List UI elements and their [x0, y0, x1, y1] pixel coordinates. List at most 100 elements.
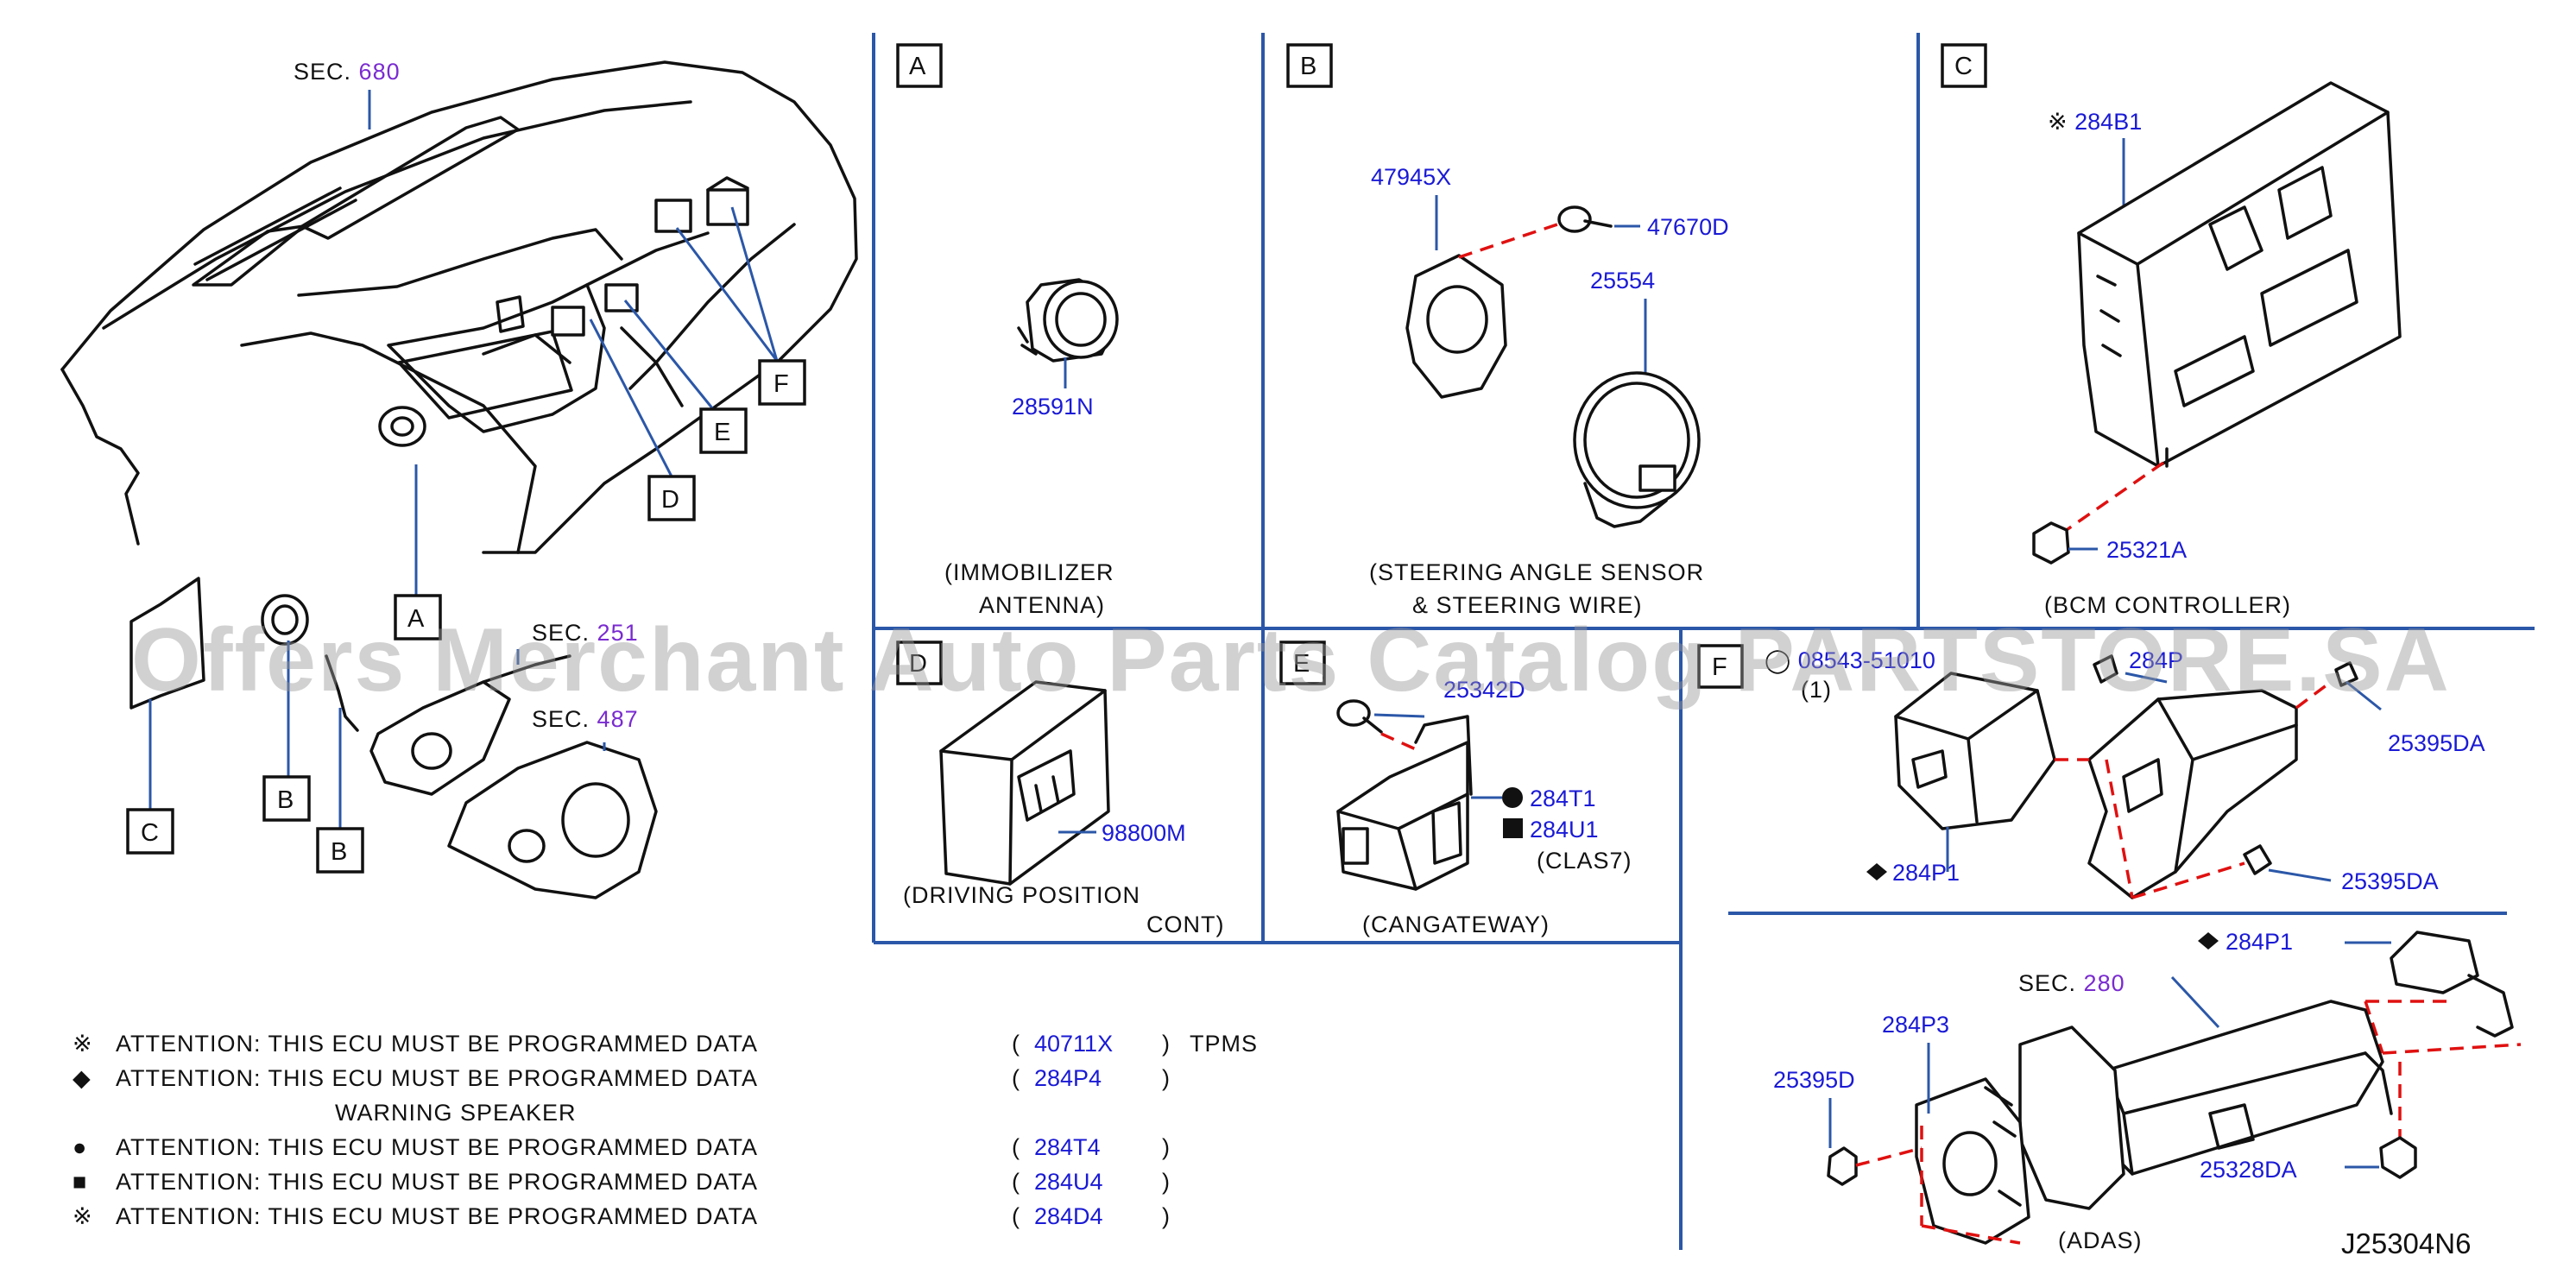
svg-text:40711X: 40711X — [1034, 1031, 1113, 1057]
svg-text:※: ※ — [73, 1203, 93, 1229]
svg-text:25328DA: 25328DA — [2200, 1157, 2297, 1183]
square-marker — [1503, 818, 1523, 838]
callout-b-2: B — [316, 827, 364, 874]
svg-text:(DRIVING POSITION: (DRIVING POSITION — [903, 882, 1140, 908]
svg-text:(CLAS7): (CLAS7) — [1537, 848, 1632, 874]
svg-text:E: E — [714, 419, 730, 446]
svg-text:284P4: 284P4 — [1034, 1065, 1102, 1091]
svg-text:(: ( — [1012, 1065, 1020, 1091]
svg-text:ATTENTION: THIS ECU MUST: ATTENTION: THIS ECU MUST BE PROGRAMMED D… — [116, 1203, 758, 1229]
callout-e: E — [699, 407, 748, 454]
svg-text:(: ( — [1012, 1203, 1020, 1229]
svg-text:A: A — [407, 605, 425, 633]
svg-text:284U4: 284U4 — [1034, 1169, 1103, 1195]
svg-text:): ) — [1162, 1169, 1171, 1195]
svg-text:ANTENNA): ANTENNA) — [979, 592, 1105, 618]
svg-text:25321A: 25321A — [2106, 537, 2187, 563]
svg-text:B: B — [277, 786, 294, 814]
panel-grid — [872, 33, 2535, 1250]
circle-marker — [1502, 787, 1523, 808]
svg-text:F: F — [1712, 653, 1727, 681]
watermark: Offers Merchant Auto Parts Catalog PARTS… — [131, 610, 2451, 710]
overview-leaders — [148, 90, 779, 829]
svg-text:F: F — [773, 370, 789, 398]
svg-text:(: ( — [1012, 1031, 1020, 1057]
panel-d: D 98800M (DRIVING POSITION CONT) — [896, 640, 1224, 937]
panel-adas: 284P1 SEC. 280 284P3 25395D 25328D — [1773, 929, 2522, 1253]
panel-b: B 47945X 47670D 25554 (STEERING ANGLE SE… — [1286, 43, 1729, 618]
svg-text:D: D — [909, 650, 927, 678]
svg-text:284T4: 284T4 — [1034, 1134, 1101, 1160]
svg-text:284P: 284P — [2129, 647, 2183, 673]
svg-text:25395D: 25395D — [1773, 1067, 1855, 1093]
svg-text:47670D: 47670D — [1647, 214, 1729, 240]
sec-label-680: SEC. 680 — [294, 59, 401, 85]
svg-text:): ) — [1162, 1134, 1171, 1160]
svg-text:& STEERING WIRE): & STEERING WIRE) — [1412, 592, 1643, 618]
callout-b-1: B — [262, 775, 311, 822]
svg-text:CONT): CONT) — [1146, 912, 1224, 937]
dashboard-drawing — [60, 60, 858, 899]
svg-text:ATTENTION: THIS ECU MUST: ATTENTION: THIS ECU MUST BE PROGRAMMED D… — [116, 1169, 758, 1195]
svg-text:SEC. 280: SEC. 280 — [2018, 970, 2125, 996]
svg-text:●: ● — [73, 1134, 87, 1160]
svg-text:WARNING SPEAKER: WARNING SPEAKER — [335, 1100, 577, 1126]
svg-text:◯ 08543-51010: ◯ 08543-51010 — [1765, 647, 1935, 674]
diamond-marker-adas — [2198, 932, 2219, 950]
panel-c: C ※ 284B1 25321A (BCM CONTROLLER) — [1941, 43, 2402, 618]
svg-text:※: ※ — [73, 1031, 93, 1057]
svg-text:): ) — [1162, 1031, 1171, 1057]
attention-notes: ※ ATTENTION: THIS ECU MUST BE PROGRAMMED… — [73, 1031, 1258, 1229]
svg-text:E: E — [1293, 650, 1310, 678]
svg-text:25395DA: 25395DA — [2388, 730, 2485, 756]
svg-text:(IMMOBILIZER: (IMMOBILIZER — [944, 559, 1114, 585]
svg-text:ATTENTION: THIS ECU MUST: ATTENTION: THIS ECU MUST BE PROGRAMMED D… — [116, 1134, 758, 1160]
svg-text:B: B — [331, 838, 347, 866]
panel-e: E 25342D 284T1 284U1 (CLAS7) (CANGATEWAY… — [1279, 640, 1632, 937]
svg-text:D: D — [661, 486, 679, 514]
svg-text:284D4: 284D4 — [1034, 1203, 1103, 1229]
svg-text:284T1: 284T1 — [1530, 786, 1596, 811]
svg-text:25342D: 25342D — [1443, 677, 1525, 703]
attention-row-4: ■ ATTENTION: THIS ECU MUST BE PROGRAMMED… — [73, 1169, 1171, 1195]
diamond-marker — [1866, 863, 1887, 880]
svg-text:284P3: 284P3 — [1882, 1012, 1949, 1038]
svg-text:ATTENTION: THIS ECU MUST: ATTENTION: THIS ECU MUST BE PROGRAMMED D… — [116, 1065, 758, 1091]
callout-c: C — [126, 808, 174, 855]
attention-row-1: ※ ATTENTION: THIS ECU MUST BE PROGRAMMED… — [73, 1031, 1258, 1057]
attention-row-5: ※ ATTENTION: THIS ECU MUST BE PROGRAMMED… — [73, 1203, 1170, 1229]
svg-text:98800M: 98800M — [1102, 820, 1186, 846]
svg-text:A: A — [909, 53, 926, 80]
svg-text:284P1: 284P1 — [1892, 860, 1960, 886]
drawing-code: J25304N6 — [2341, 1227, 2471, 1259]
svg-text:B: B — [1300, 53, 1316, 80]
svg-text:(: ( — [1012, 1134, 1020, 1160]
svg-text:※ 284B1: ※ 284B1 — [2048, 109, 2142, 135]
svg-text:ATTENTION: THIS ECU MUST: ATTENTION: THIS ECU MUST BE PROGRAMMED D… — [116, 1031, 758, 1057]
svg-text:(1): (1) — [1801, 677, 1832, 703]
svg-text:25554: 25554 — [1590, 268, 1655, 293]
svg-text:C: C — [141, 819, 159, 847]
svg-text:47945X: 47945X — [1371, 164, 1451, 190]
svg-text:284P1: 284P1 — [2226, 929, 2293, 955]
attention-row-3: ● ATTENTION: THIS ECU MUST BE PROGRAMMED… — [73, 1134, 1171, 1160]
sec-label-251: SEC. 251 — [532, 620, 639, 646]
svg-text:C: C — [1954, 53, 1973, 80]
svg-text:): ) — [1162, 1065, 1171, 1091]
svg-text:(CANGATEWAY): (CANGATEWAY) — [1362, 912, 1550, 937]
svg-text:284U1: 284U1 — [1530, 817, 1599, 842]
svg-text:(: ( — [1012, 1169, 1020, 1195]
sec-label-487: SEC. 487 — [532, 706, 639, 732]
svg-text:(ADAS): (ADAS) — [2058, 1227, 2143, 1253]
svg-text:■: ■ — [73, 1169, 87, 1195]
svg-text:28591N: 28591N — [1012, 394, 1094, 420]
svg-text:(BCM CONTROLLER): (BCM CONTROLLER) — [2044, 592, 2291, 618]
attention-row-2: ◆ ATTENTION: THIS ECU MUST BE PROGRAMMED… — [73, 1065, 1171, 1126]
svg-text:(STEERING ANGLE SENSOR: (STEERING ANGLE SENSOR — [1369, 559, 1704, 585]
svg-text:TPMS: TPMS — [1190, 1031, 1258, 1057]
svg-text:25395DA: 25395DA — [2341, 868, 2439, 894]
panel-a: A 28591N (IMMOBILIZER ANTENNA) — [896, 43, 1119, 618]
callout-a: A — [394, 594, 442, 640]
svg-text:◆: ◆ — [73, 1065, 92, 1091]
callout-f: F — [758, 359, 806, 406]
